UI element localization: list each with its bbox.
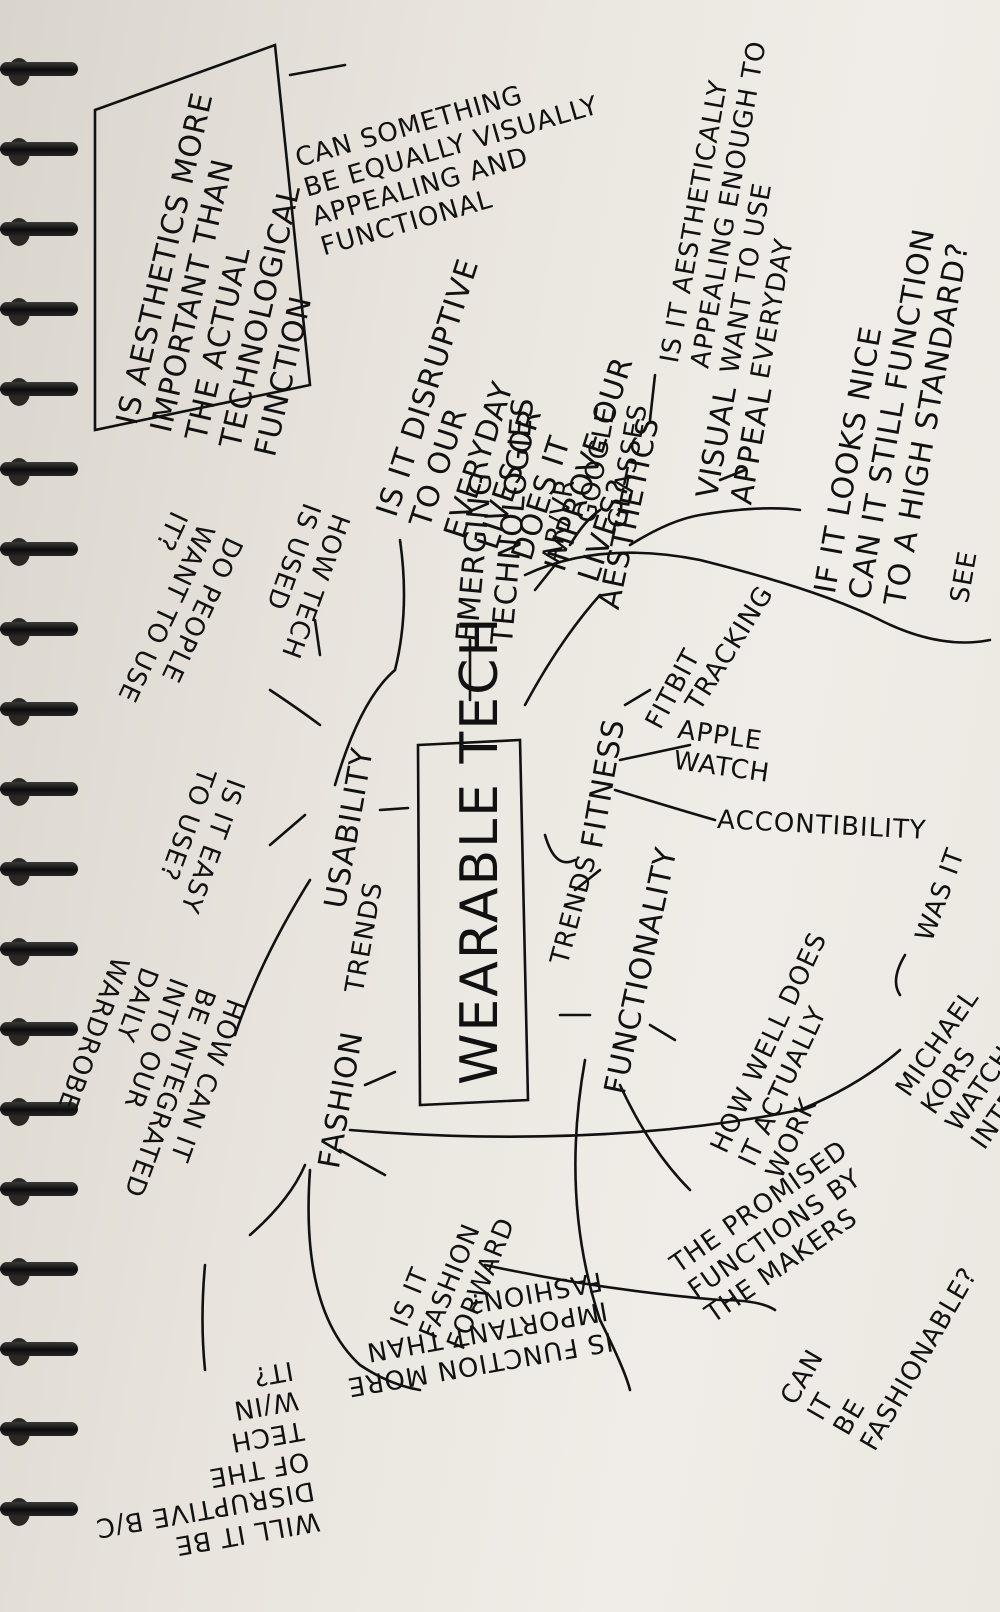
aesthetics-box [93, 43, 312, 432]
spiral-ring [0, 1502, 78, 1516]
spiral-ring [0, 1182, 78, 1196]
spiral-ring [0, 782, 78, 796]
spiral-binding [0, 0, 80, 1612]
central-topic: WEARABLE TECH [450, 615, 510, 1086]
central-box [416, 738, 530, 1107]
spiral-ring [0, 302, 78, 316]
spiral-ring [0, 1342, 78, 1356]
spiral-ring [0, 62, 78, 76]
spiral-ring [0, 1102, 78, 1116]
spiral-ring [0, 1022, 78, 1036]
spiral-ring [0, 622, 78, 636]
spiral-ring [0, 702, 78, 716]
spiral-ring [0, 1422, 78, 1436]
spiral-ring [0, 942, 78, 956]
spiral-ring [0, 382, 78, 396]
spiral-ring [0, 142, 78, 156]
spiral-ring [0, 462, 78, 476]
spiral-ring [0, 222, 78, 236]
will-it-be-disruptive-question: WILL IT BE DISRUPTIVE B/C OF THE TECH W/… [93, 1354, 322, 1561]
spiral-ring [0, 542, 78, 556]
spiral-ring [0, 1262, 78, 1276]
spiral-ring [0, 862, 78, 876]
